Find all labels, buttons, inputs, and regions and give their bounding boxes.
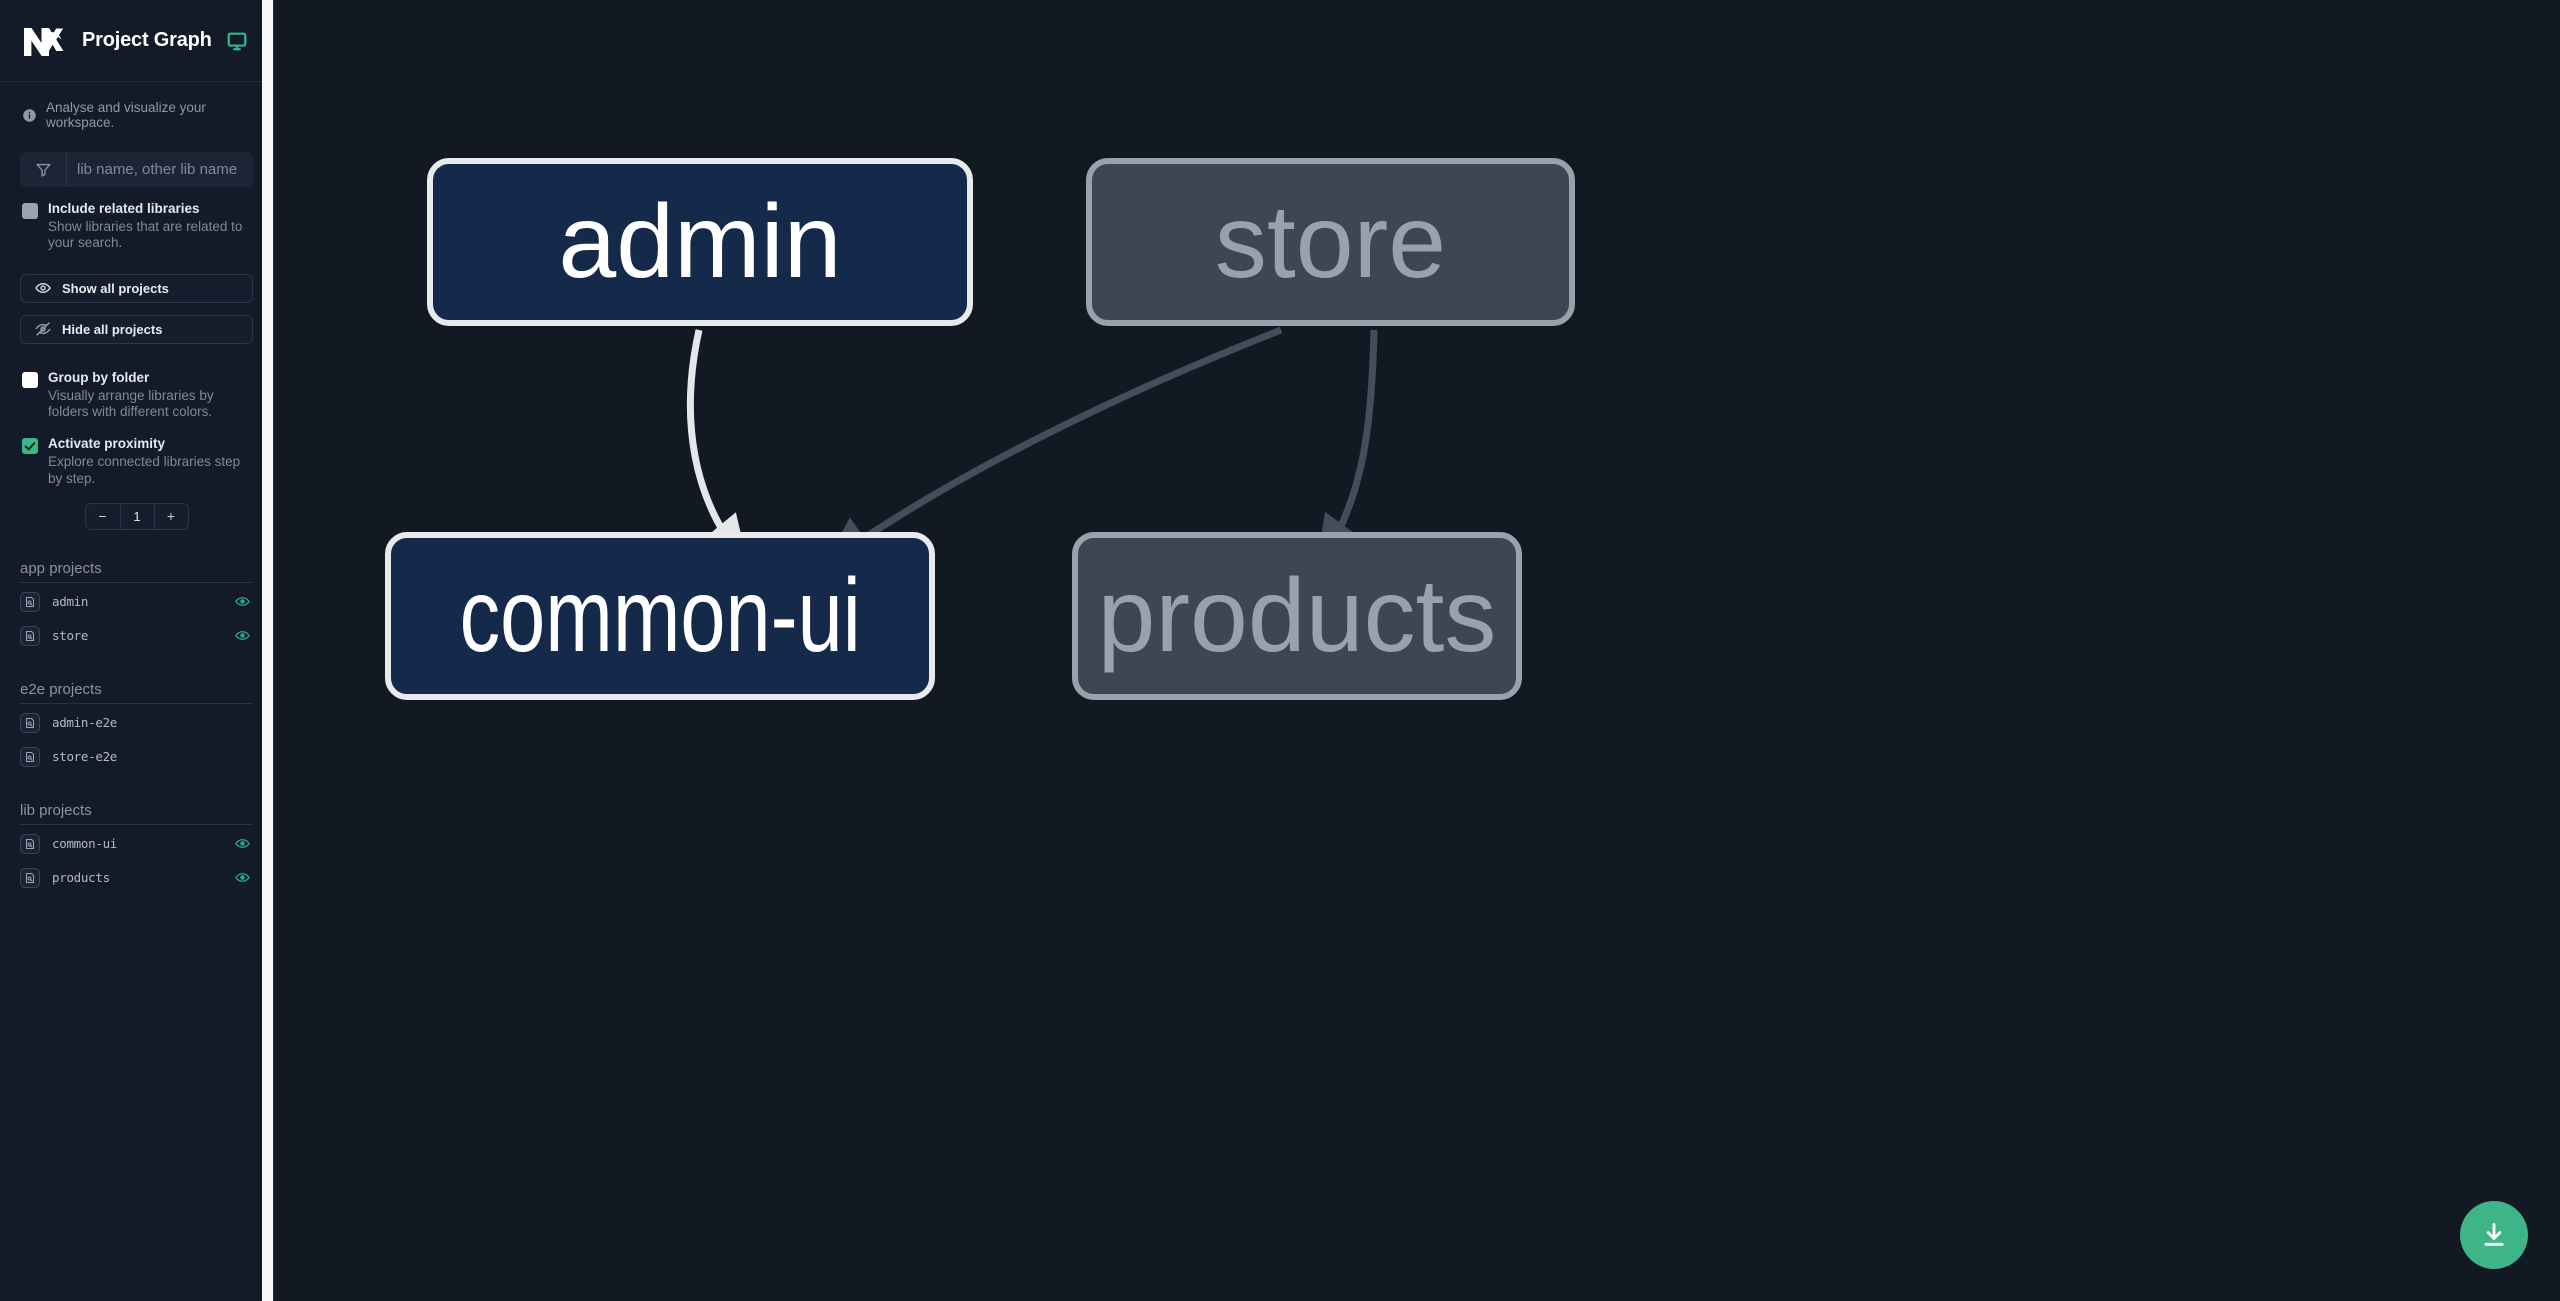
eye-off-icon: [35, 322, 51, 336]
project-icon: [20, 867, 40, 888]
project-item-admin[interactable]: admin: [20, 587, 253, 617]
project-item-admin-e2e[interactable]: admin-e2e: [20, 708, 253, 738]
graph-node-products[interactable]: products: [1072, 532, 1522, 700]
project-item-products[interactable]: products: [20, 863, 253, 893]
group-by-folder-label: Group by folder: [48, 369, 150, 385]
eye-visible-icon[interactable]: [235, 836, 250, 851]
graph-node-label: store: [1214, 184, 1447, 300]
show-all-projects-button[interactable]: Show all projects: [20, 273, 253, 303]
option-group-by-folder[interactable]: Group by folder Visually arrange librari…: [0, 344, 273, 421]
eye-icon: [35, 283, 51, 294]
search-box[interactable]: [20, 152, 253, 187]
include-related-label: Include related libraries: [48, 201, 200, 216]
search-input[interactable]: [66, 152, 253, 187]
project-group-lib: lib projects common-ui produ: [0, 802, 273, 893]
graph-canvas[interactable]: admin store common-ui products: [274, 0, 2560, 1301]
project-icon: [20, 833, 40, 854]
show-all-projects-label: Show all projects: [62, 280, 169, 296]
project-name: admin-e2e: [52, 715, 118, 731]
project-icon: [20, 625, 40, 646]
hide-all-projects-label: Hide all projects: [62, 321, 163, 337]
include-related-description: Show libraries that are related to your …: [48, 219, 243, 251]
project-item-common-ui[interactable]: common-ui: [20, 829, 253, 859]
nx-logo-icon: [24, 27, 64, 56]
project-group-app: app projects admin store: [0, 560, 273, 651]
group-title-app-projects: app projects: [20, 560, 253, 583]
project-icon: [20, 712, 40, 733]
monitor-icon[interactable]: [226, 30, 248, 52]
proximity-increment-button[interactable]: +: [153, 503, 188, 529]
project-name: store-e2e: [52, 749, 118, 765]
option-include-related[interactable]: Include related libraries Show libraries…: [0, 187, 273, 252]
project-icon: [20, 591, 40, 612]
project-group-e2e: e2e projects admin-e2e store-e2e: [0, 681, 273, 772]
project-item-store[interactable]: store: [20, 621, 253, 651]
option-activate-proximity[interactable]: Activate proximity Explore connected lib…: [0, 420, 273, 487]
graph-node-label: common-ui: [459, 558, 861, 674]
page-title: Project Graph: [82, 29, 212, 51]
sidebar-header: Project Graph: [0, 0, 273, 82]
proximity-decrement-button[interactable]: −: [98, 508, 107, 525]
info-icon: [23, 108, 36, 122]
graph-node-admin[interactable]: admin: [427, 158, 973, 326]
group-by-folder-checkbox[interactable]: [22, 371, 38, 388]
graph-node-label: products: [1097, 558, 1497, 674]
project-name: products: [52, 870, 110, 886]
group-by-folder-description: Visually arrange libraries by folders wi…: [48, 387, 214, 419]
graph-node-store[interactable]: store: [1086, 158, 1575, 326]
tagline-text: Analyse and visualize your workspace.: [46, 100, 206, 130]
sidebar: Project Graph Analyse and visualize your…: [0, 0, 274, 1301]
activate-proximity-checkbox[interactable]: [22, 438, 38, 455]
eye-visible-icon[interactable]: [235, 870, 250, 885]
edge-admin-to-common-ui: [686, 329, 749, 566]
project-name: common-ui: [52, 836, 118, 852]
include-related-checkbox[interactable]: [22, 203, 38, 219]
project-icon: [20, 746, 40, 767]
hide-all-projects-button[interactable]: Hide all projects: [20, 314, 253, 344]
sidebar-tagline: Analyse and visualize your workspace.: [0, 82, 273, 130]
project-name: store: [52, 628, 89, 644]
sidebar-scrollbar[interactable]: [262, 0, 273, 1301]
proximity-value: 1: [119, 503, 154, 529]
project-name: admin: [52, 594, 89, 610]
graph-node-label: admin: [558, 184, 842, 300]
group-title-e2e-projects: e2e projects: [20, 681, 253, 704]
eye-visible-icon[interactable]: [235, 594, 250, 609]
edge-store-to-common-ui: [823, 326, 1283, 566]
proximity-counter: − 1 +: [20, 502, 253, 530]
funnel-icon: [20, 161, 66, 178]
group-title-lib-projects: lib projects: [20, 802, 253, 825]
activate-proximity-description: Explore connected libraries step by step…: [48, 454, 241, 486]
activate-proximity-label: Activate proximity: [48, 436, 166, 452]
eye-visible-icon[interactable]: [235, 628, 250, 643]
edge-store-to-products: [1316, 329, 1378, 566]
download-graph-button[interactable]: [2460, 1201, 2528, 1269]
download-icon: [2484, 1223, 2504, 1246]
graph-node-common-ui[interactable]: common-ui: [385, 532, 935, 700]
project-item-store-e2e[interactable]: store-e2e: [20, 742, 253, 772]
